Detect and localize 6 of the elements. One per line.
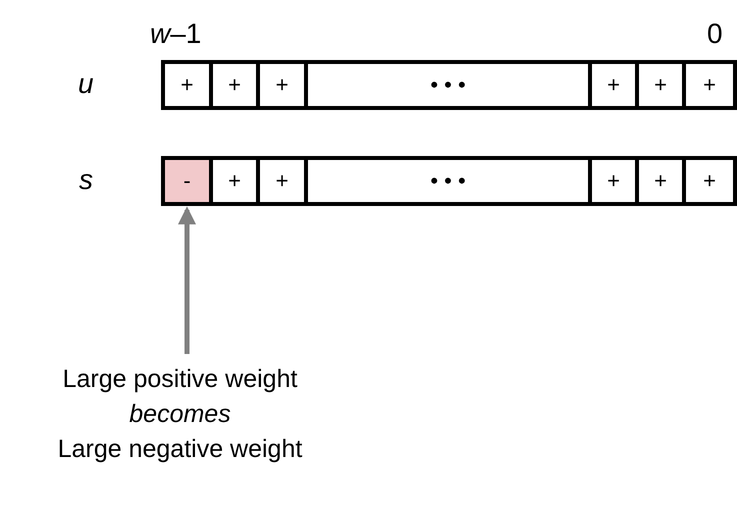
row-label: s bbox=[79, 166, 93, 194]
bit-index-label: 0 bbox=[707, 20, 723, 48]
arrow bbox=[178, 206, 196, 354]
row-label: u bbox=[78, 70, 94, 98]
bit-index-label: w–1 bbox=[150, 20, 202, 48]
caption-text: Large positive weight becomes Large negative weight bbox=[20, 362, 340, 467]
